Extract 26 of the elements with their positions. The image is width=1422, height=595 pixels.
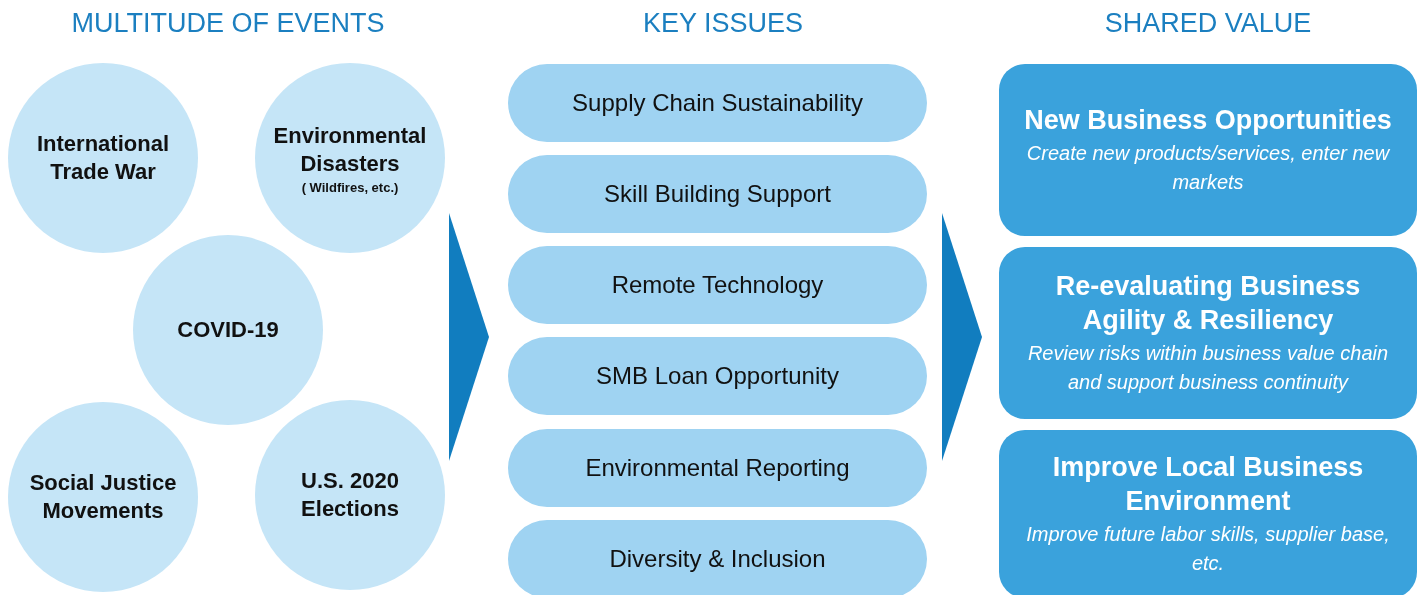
value-heading: Re-evaluating Business Agility & Resiliency xyxy=(1054,270,1362,337)
column-heading: SHARED VALUE xyxy=(1103,8,1313,39)
event-name: International Trade War xyxy=(36,130,170,186)
event-name: COVID-19 xyxy=(177,316,279,344)
value-description: Create new products/services, enter new markets xyxy=(1025,141,1391,195)
issue-name: Diversity & Inclusion xyxy=(609,545,826,573)
value-heading: New Business Opportunities xyxy=(1024,104,1392,137)
issue-name: Skill Building Support xyxy=(604,180,831,208)
event-name: U.S. 2020 Elections xyxy=(300,467,400,523)
column-heading: KEY ISSUES xyxy=(641,8,805,39)
value-card xyxy=(999,247,1417,419)
value-card xyxy=(999,430,1417,595)
event-note: ( Wildfires, etc.) xyxy=(301,179,399,195)
value-card xyxy=(999,64,1417,236)
chevron-shape xyxy=(942,213,982,461)
event-name: Environmental Disasters xyxy=(272,121,428,178)
chevron-shape xyxy=(449,213,489,461)
issue-name: Remote Technology xyxy=(611,271,824,299)
issue-name: Environmental Reporting xyxy=(585,454,850,482)
event-name: Social Justice Movements xyxy=(28,469,178,525)
issue-name: SMB Loan Opportunity xyxy=(596,362,839,390)
value-description: Review risks within business value chain and support business continuity xyxy=(1026,341,1390,395)
issue-name: Supply Chain Sustainability xyxy=(572,89,863,117)
value-heading: Improve Local Business Environment xyxy=(1051,451,1365,518)
value-description: Improve future labor skills, supplier base, etc. xyxy=(1025,522,1391,576)
column-heading: MULTITUDE OF EVENTS xyxy=(70,8,386,39)
